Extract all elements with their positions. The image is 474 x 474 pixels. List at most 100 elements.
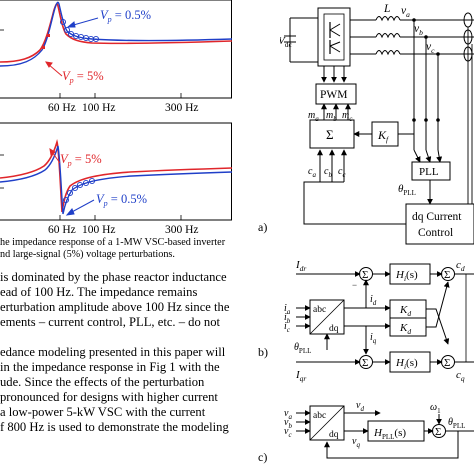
svg-text:Σ: Σ [362, 269, 368, 281]
svg-text:Σ: Σ [444, 269, 450, 281]
svg-text:Vdc: Vdc [280, 35, 292, 49]
svg-text:Iqr: Iqr [295, 369, 306, 383]
svg-text:mb: mb [326, 110, 337, 123]
inverter-bridge [317, 7, 351, 67]
top-small-arrowhead [66, 21, 76, 28]
panel-label-a: a) [258, 220, 268, 234]
svg-text:vc: vc [284, 426, 292, 439]
fig2-diagrams: L va vb vc Vdc PWM ma mb mc Σ Kf PLL θPL… [280, 3, 474, 459]
inductor-b [375, 33, 401, 39]
top-small-label: Vp = 0.5% [100, 8, 151, 24]
fig1-plots: Vp = 0.5% Vp = 5% Vp = 5% Vp = 0.5% 60 H… [0, 0, 232, 236]
svg-text:ic: ic [284, 321, 291, 334]
bottom-small-label: Vp = 0.5% [96, 192, 147, 208]
top-large-label: Vp = 5% [62, 69, 104, 85]
panel-a-diagram [284, 7, 474, 245]
fig1-caption-line-2: nd large-signal (5%) voltage perturbatio… [0, 249, 175, 260]
svg-text:iq: iq [370, 332, 377, 345]
body-line-6: edance modeling presented in this paper … [0, 345, 226, 359]
panel-label-b: b) [258, 345, 268, 359]
top-curve-small-signal [0, 1, 232, 67]
svg-text:Idr: Idr [295, 259, 306, 273]
svg-text:ω1: ω1 [430, 402, 441, 415]
svg-text:dq: dq [329, 324, 339, 334]
body-line-8: ude. Since the effects of the perturbati… [0, 375, 205, 389]
bottom-small-arrow [69, 199, 95, 214]
svg-text:cd: cd [456, 259, 465, 273]
svg-text:vb: vb [414, 23, 423, 37]
svg-text:mc: mc [342, 110, 353, 123]
panel-b-diagram [296, 263, 474, 373]
svg-text:Σ: Σ [444, 357, 450, 369]
top-large-arrowhead [45, 61, 53, 68]
bottom-xtick-100: 100 Hz [82, 224, 116, 236]
svg-text:id: id [370, 294, 377, 307]
body-line-11: f 800 Hz is used to demonstrate the mode… [0, 420, 229, 434]
svg-text:ca: ca [308, 166, 316, 179]
top-curve-large-signal [0, 3, 232, 63]
bottom-large-arrowhead [49, 148, 56, 156]
panel-b-labels: Idr Σ Hi(s) Σ cd − ia ib ic abc dq θPLL … [284, 259, 465, 383]
panel-a-labels: L va vb vc Vdc PWM ma mb mc Σ Kf PLL θPL… [280, 3, 462, 239]
bottom-xtick-300: 300 Hz [165, 224, 199, 236]
svg-text:θPLL: θPLL [294, 342, 311, 355]
svg-text:Kd: Kd [399, 304, 411, 318]
top-xtick-60: 60 Hz [48, 102, 76, 114]
body-line-7: in the impedance response in Fig 1 with … [0, 360, 220, 374]
bottom-xtick-60: 60 Hz [48, 224, 76, 236]
svg-text:Kd: Kd [399, 322, 411, 336]
svg-text:θPLL: θPLL [398, 183, 416, 197]
svg-text:vb: vb [284, 417, 292, 430]
top-small-signal-markers [59, 18, 100, 43]
body-line-10: a low-power 5-kW VSC with the current [0, 405, 206, 419]
svg-text:ib: ib [284, 312, 291, 325]
bottom-small-signal-markers [62, 177, 96, 204]
svg-text:va: va [401, 5, 410, 19]
svg-text:Hi(s): Hi(s) [395, 357, 418, 371]
bottom-large-label: Vp = 5% [60, 152, 102, 168]
svg-text:ia: ia [284, 303, 291, 316]
svg-text:vc: vc [426, 41, 435, 55]
body-line-1: is dominated by the phase reactor induct… [0, 270, 227, 284]
svg-text:Kf: Kf [377, 128, 389, 144]
bottom-curve-large-signal [0, 138, 232, 213]
svg-text:abc: abc [313, 411, 326, 421]
inductor-c [375, 50, 401, 56]
pll-label: PLL [419, 166, 439, 178]
panel-c-labels: va vb vc abc dq vd vq HPLL(s) ω1 Σ θPLL [284, 400, 465, 449]
svg-text:−: − [352, 280, 357, 290]
svg-text:va: va [284, 408, 292, 421]
svg-text:vq: vq [352, 436, 360, 449]
svg-text:dq Current: dq Current [412, 211, 462, 223]
svg-text:cq: cq [456, 369, 465, 383]
svg-text:Control: Control [418, 227, 453, 239]
bottom-small-arrowhead [65, 208, 75, 216]
top-large-signal-markers [42, 34, 50, 49]
body-line-2: ead of 100 Hz. The impedance remains [0, 285, 198, 299]
top-xtick-300: 300 Hz [165, 102, 199, 114]
pwm-label: PWM [320, 89, 347, 101]
svg-text:abc: abc [313, 305, 326, 315]
svg-text:Hi(s): Hi(s) [395, 269, 418, 283]
bottom-curve-small-signal [0, 145, 232, 215]
body-line-4: ements – current control, PLL, etc. – do… [0, 315, 220, 329]
svg-text:Σ: Σ [435, 426, 441, 438]
svg-text:cb: cb [324, 166, 332, 179]
panel-c-diagram [296, 405, 474, 459]
svg-text:HPLL(s): HPLL(s) [373, 427, 406, 441]
svg-text:vd: vd [356, 400, 364, 413]
sum-symbol: Σ [326, 127, 334, 142]
body-line-3: erturbation amplitude above 100 Hz since… [0, 300, 230, 314]
svg-text:L: L [383, 3, 390, 15]
svg-text:cc: cc [338, 166, 346, 179]
panel-label-c: c) [258, 450, 268, 464]
svg-text:dq: dq [329, 430, 339, 440]
control-output-line [303, 181, 406, 225]
inductor-a [375, 16, 401, 22]
body-line-9: pronounced for designs with higher curre… [0, 390, 218, 404]
svg-text:Σ: Σ [362, 357, 368, 369]
svg-text:ma: ma [308, 110, 319, 123]
top-xtick-100: 100 Hz [82, 102, 116, 114]
fig1-caption-line-1: he impedance response of a 1-MW VSC-base… [0, 237, 226, 248]
svg-text:θPLL: θPLL [448, 417, 465, 430]
